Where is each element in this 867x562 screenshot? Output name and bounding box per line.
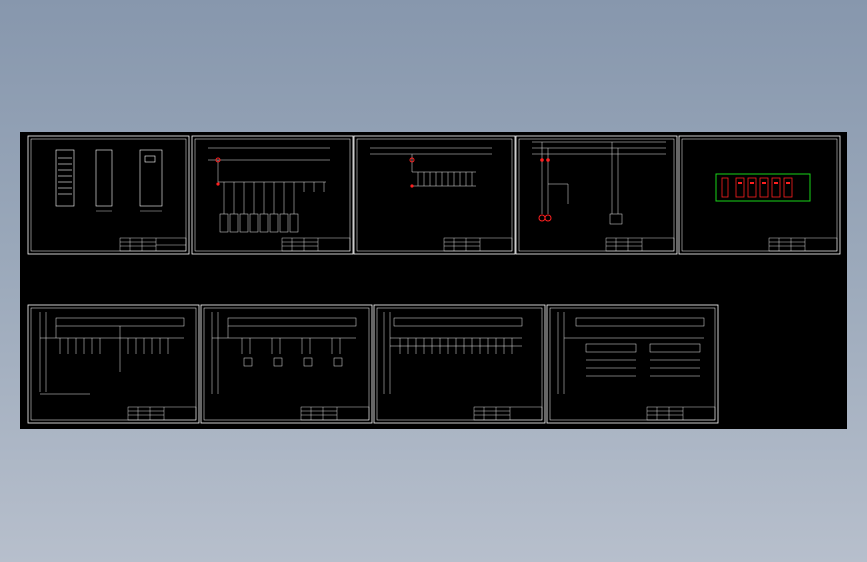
cabinet-elevation xyxy=(55,149,163,207)
title-block xyxy=(473,406,543,421)
title-block xyxy=(300,406,370,421)
panel-outline xyxy=(715,173,811,202)
title-block xyxy=(119,237,187,252)
cad-drawing xyxy=(27,135,841,424)
sheet-control-circuit[interactable] xyxy=(515,135,678,255)
sheet-terminal-wiring-c[interactable] xyxy=(373,304,546,424)
title-block xyxy=(127,406,197,421)
title-block xyxy=(768,237,838,252)
panel-modules xyxy=(721,177,793,198)
sheet-cabinet-layout[interactable] xyxy=(27,135,190,255)
sheet-terminal-wiring-b[interactable] xyxy=(200,304,373,424)
sheet-panel-front-view[interactable] xyxy=(678,135,841,255)
title-block xyxy=(443,237,513,252)
sheet-terminal-wiring-d[interactable] xyxy=(546,304,719,424)
title-block xyxy=(605,237,675,252)
drawing-canvas[interactable] xyxy=(20,132,847,429)
title-block xyxy=(646,406,716,421)
sheet-terminal-wiring-a[interactable] xyxy=(27,304,200,424)
sheet-distribution-single-line[interactable] xyxy=(191,135,354,255)
title-block xyxy=(281,237,351,252)
sheet-distribution-single-line-small[interactable] xyxy=(353,135,516,255)
